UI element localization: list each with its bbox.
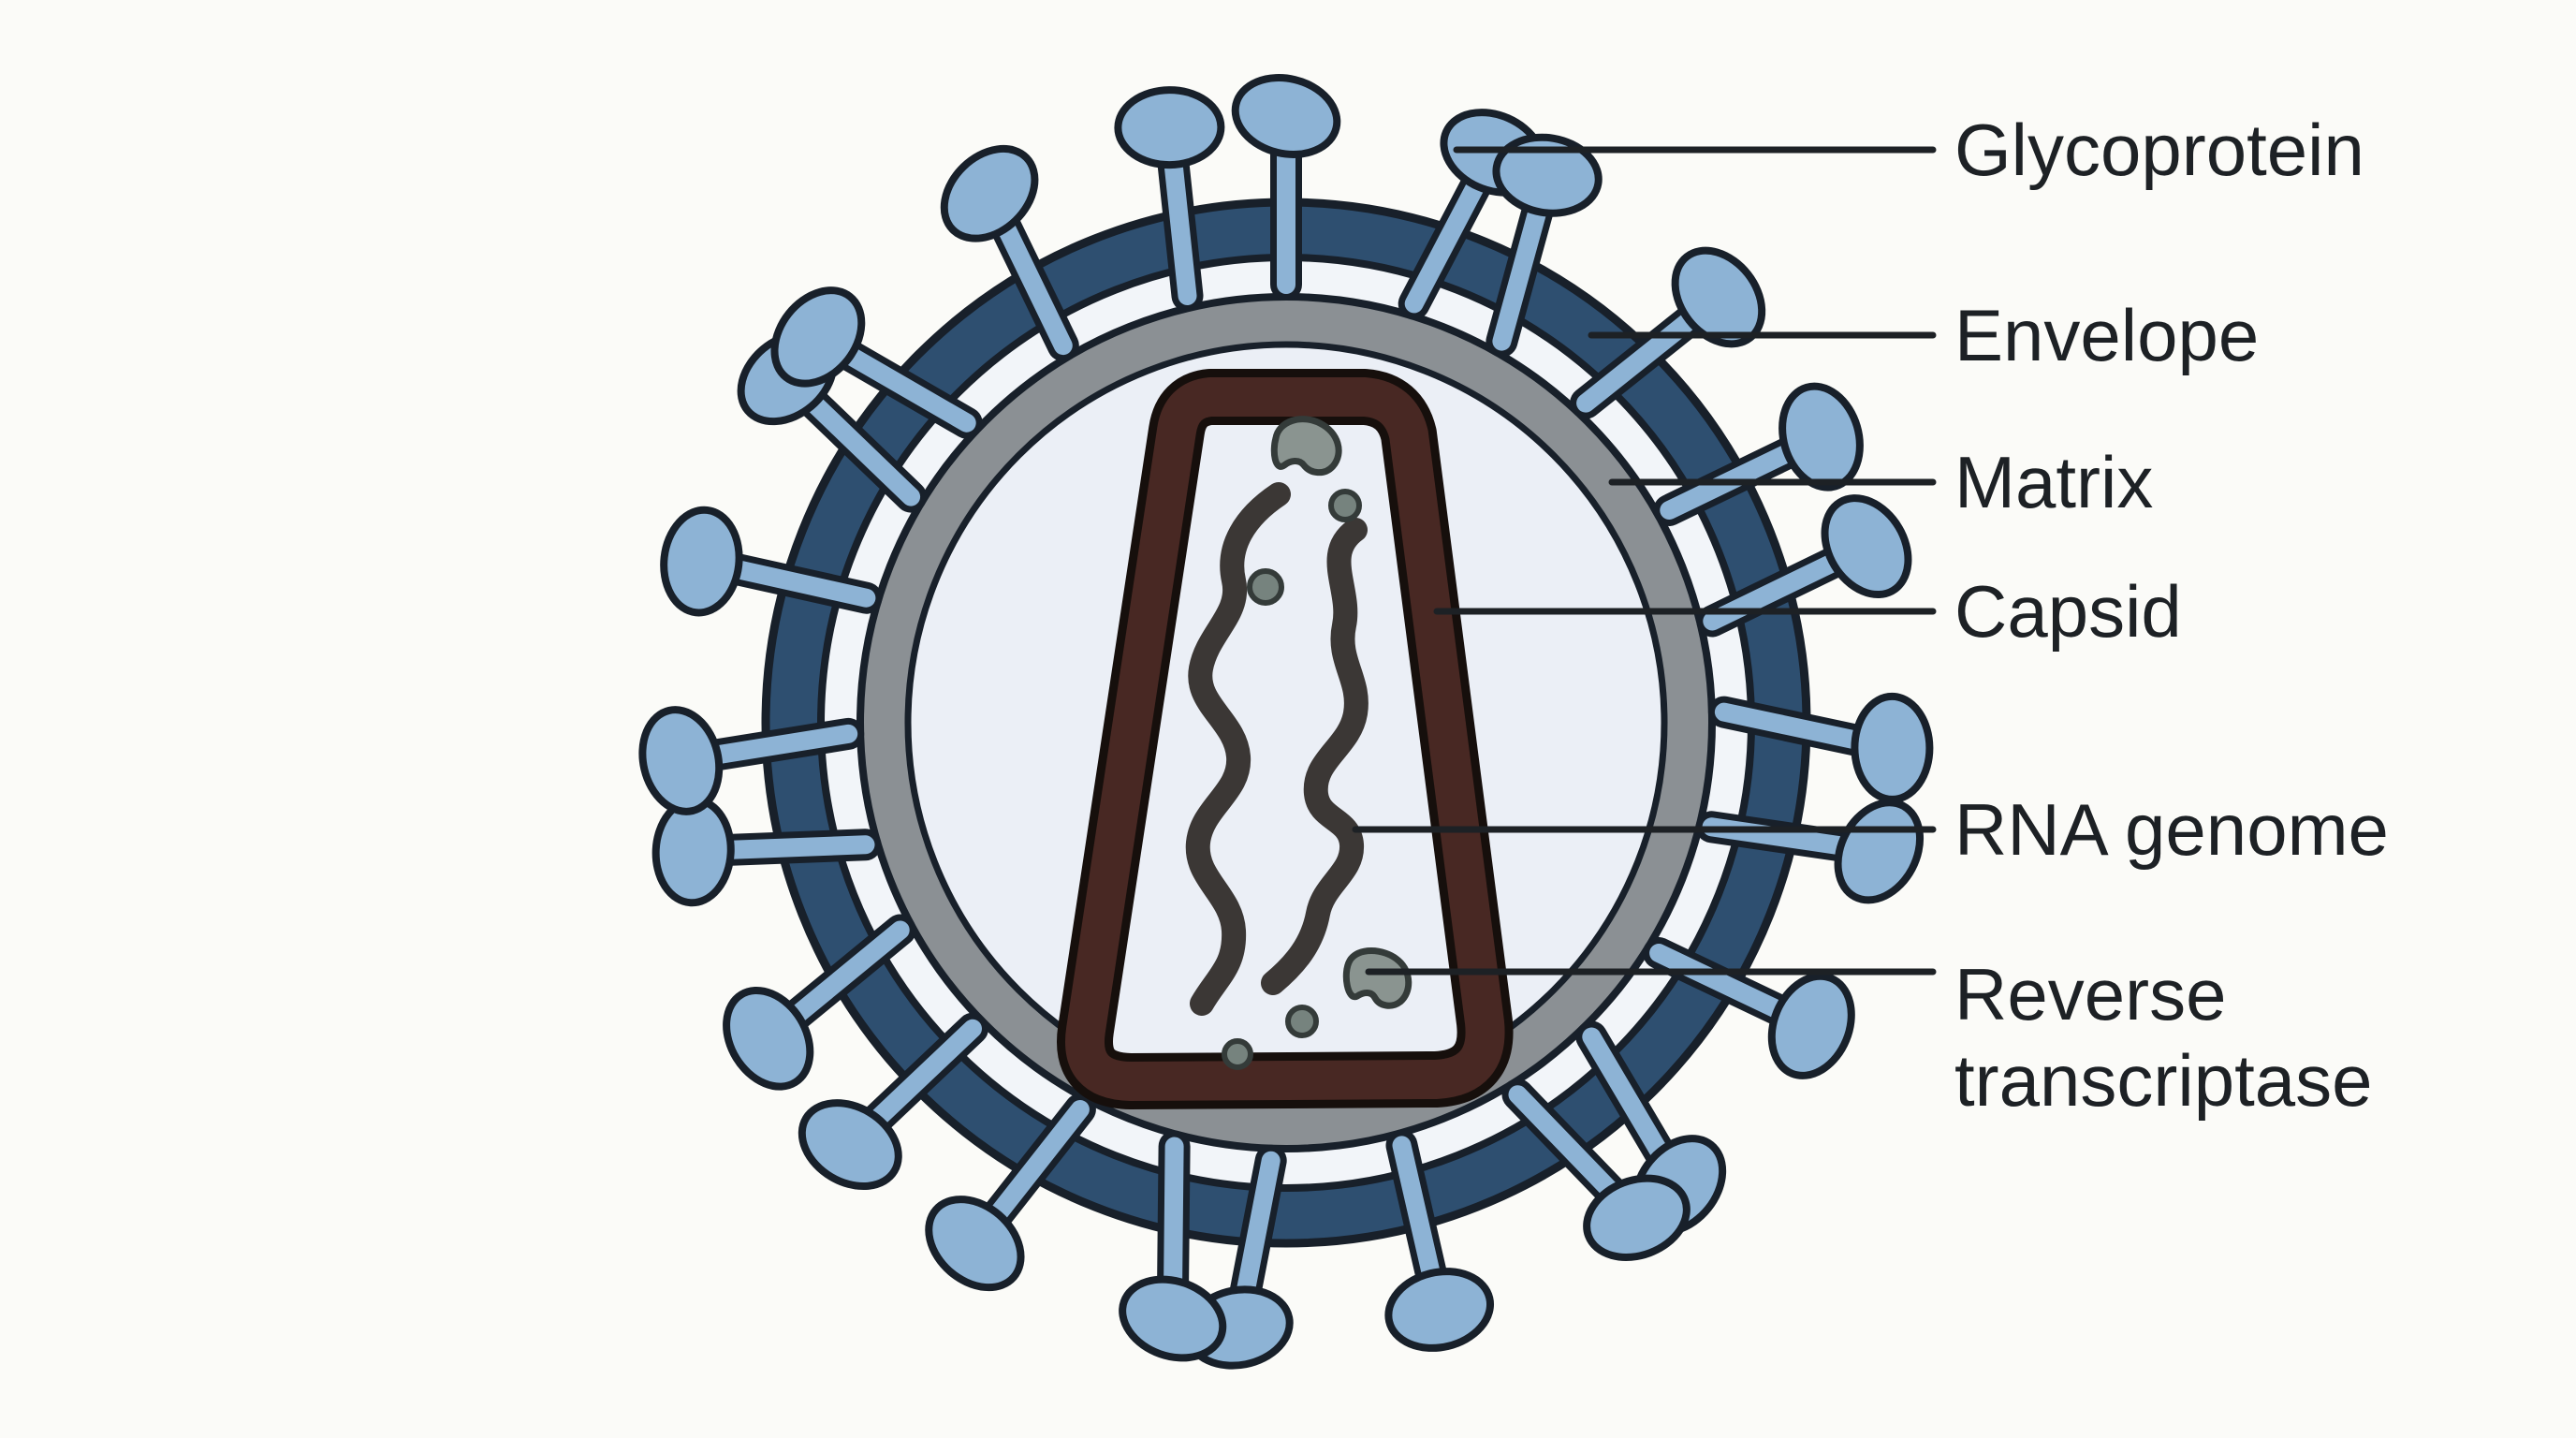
nucleoid-dot (1285, 1005, 1319, 1038)
annotations: Glycoprotein Envelope Matrix Capsid RNA … (1352, 109, 2389, 1122)
label-reverse-transcriptase: Reverse transcriptase (1954, 953, 2373, 1122)
glycoprotein-head (770, 286, 866, 388)
annotation-envelope: Envelope (1588, 294, 2259, 376)
glycoprotein-head (940, 144, 1039, 242)
annotation-reverse-transcriptase: Reverse transcriptase (1365, 953, 2373, 1122)
glycoprotein-head (1231, 74, 1341, 158)
label-glycoprotein: Glycoprotein (1954, 109, 2364, 191)
reverse-transcriptase-blob (1342, 947, 1412, 1009)
glycoprotein-head (925, 1196, 1025, 1292)
glycoprotein-head (1851, 692, 1934, 803)
label-line-1: Reverse (1954, 953, 2226, 1035)
capsid (1057, 369, 1514, 1109)
label-capsid: Capsid (1954, 570, 2182, 653)
nucleoid-particles (1222, 416, 1412, 1070)
label-matrix: Matrix (1954, 441, 2153, 523)
label-rna-genome: RNA genome (1954, 788, 2389, 871)
virion (638, 74, 1934, 1370)
label-envelope: Envelope (1954, 294, 2259, 376)
glycoprotein-spikes (638, 74, 1934, 1370)
annotation-glycoprotein: Glycoprotein (1453, 109, 2364, 191)
label-line-2: transcriptase (1954, 1039, 2373, 1122)
annotation-capsid: Capsid (1433, 570, 2182, 653)
glycoprotein-head (660, 506, 743, 617)
capsid-band (1065, 377, 1505, 1101)
rna-strand-left (1185, 482, 1291, 1016)
glycoprotein-head (1492, 133, 1603, 217)
nucleoid-dot (1328, 489, 1362, 522)
glycoprotein-head (1583, 1174, 1690, 1261)
glycoprotein-head (1114, 86, 1225, 169)
glycoprotein-head (1778, 382, 1864, 492)
glycoprotein-head (1767, 972, 1855, 1079)
glycoprotein-head (1384, 1268, 1495, 1352)
annotation-matrix: Matrix (1608, 441, 2153, 523)
annotation-rna-genome: RNA genome (1352, 788, 2389, 871)
glycoprotein-head (1821, 494, 1912, 599)
nucleoid-dot (1222, 1038, 1253, 1070)
glycoprotein-head (723, 986, 814, 1091)
enzyme-blob-top (1270, 416, 1342, 477)
glycoprotein-head (638, 706, 724, 815)
nucleoid-dot (1247, 568, 1284, 606)
rna-strand-right (1261, 518, 1368, 995)
glycoprotein-head (798, 1099, 902, 1191)
rna-genome-strands (1185, 482, 1368, 1016)
glycoprotein-head (1119, 1275, 1227, 1362)
